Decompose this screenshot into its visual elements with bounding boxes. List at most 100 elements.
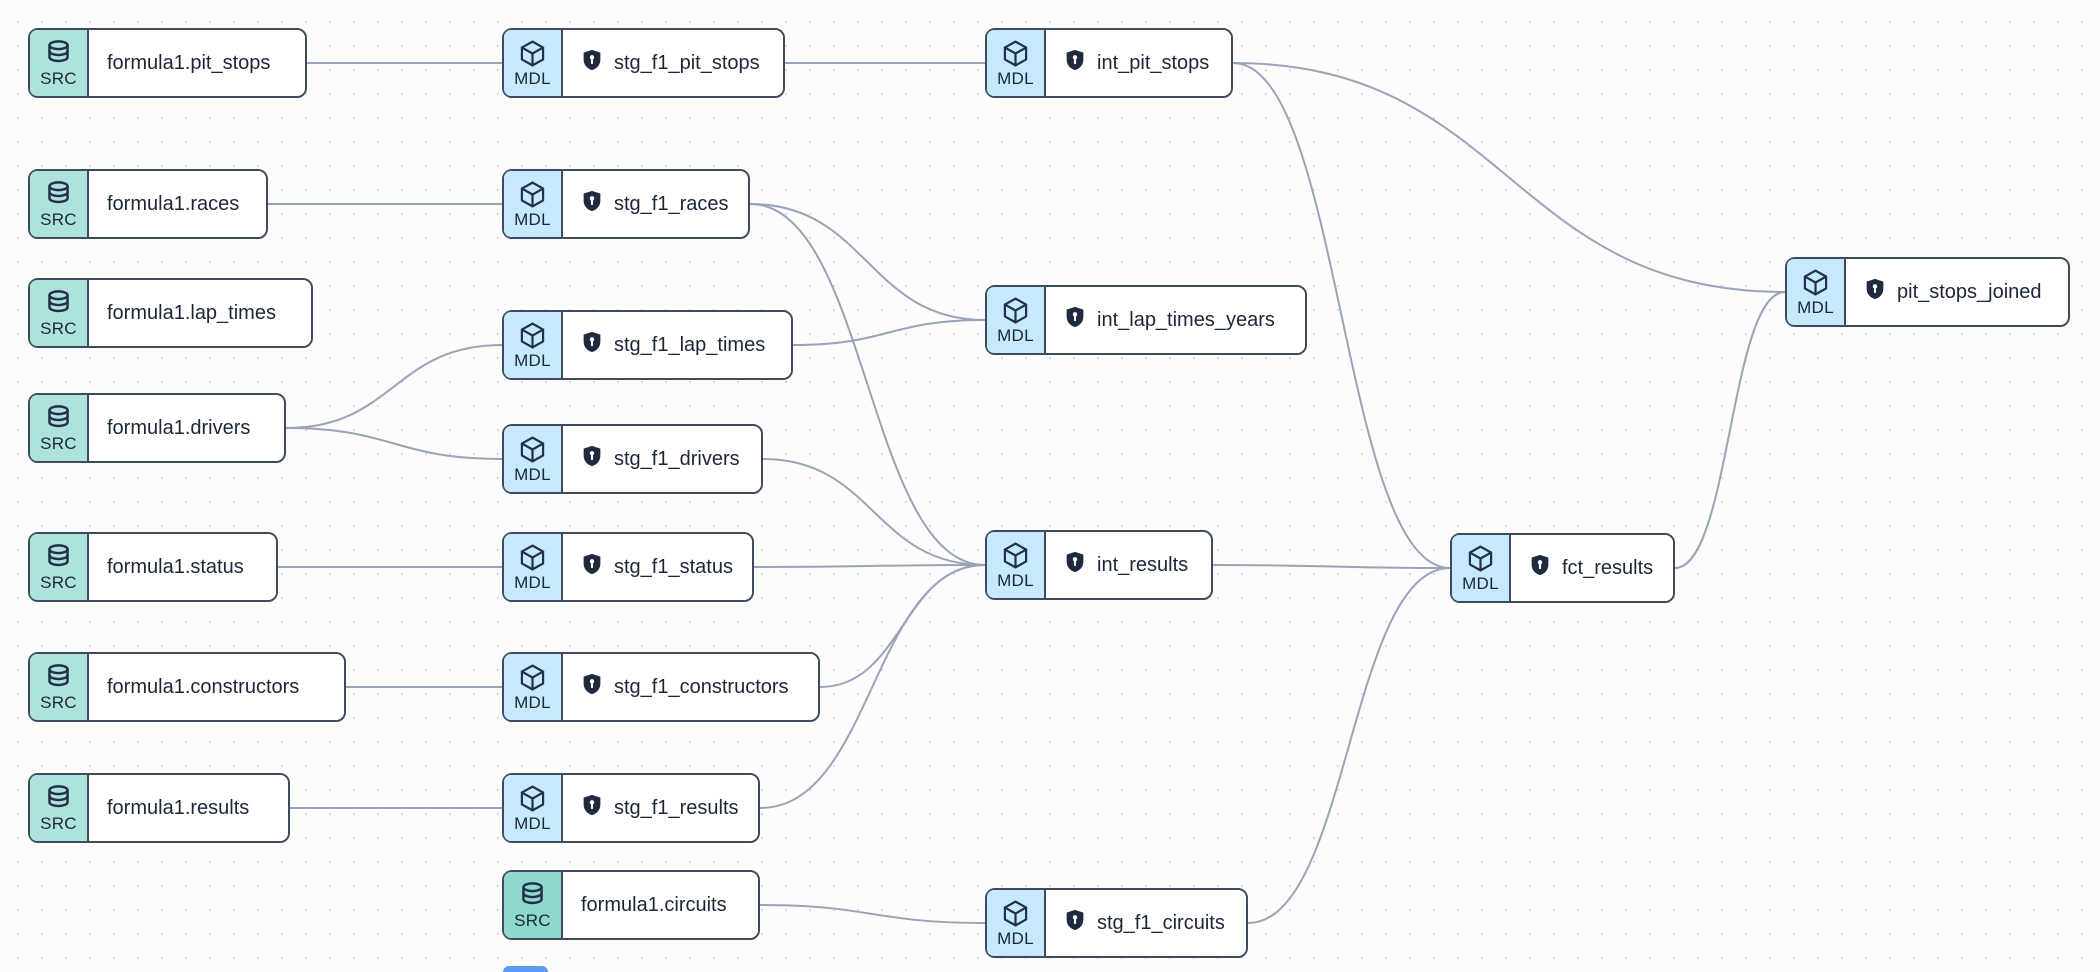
node-type-label: MDL — [514, 69, 551, 88]
node-label: formula1.drivers — [107, 416, 251, 439]
model-cube-icon — [517, 38, 548, 69]
node-label: stg_f1_results — [614, 796, 739, 819]
node-type-label: SRC — [40, 434, 77, 453]
model-cube-icon — [1000, 540, 1031, 571]
node-body: stg_f1_constructors — [563, 654, 818, 720]
edge-stg_f1_drivers-to-int_results — [762, 458, 986, 566]
model-cube-icon — [1000, 295, 1031, 326]
node-body: formula1.lap_times — [89, 280, 311, 346]
shield-lock-icon — [581, 553, 603, 581]
database-icon — [43, 403, 74, 434]
shield-lock-icon — [1529, 554, 1551, 582]
node-type-badge: MDL — [504, 312, 563, 378]
shield-lock-icon — [581, 190, 603, 218]
node-type-label: SRC — [514, 911, 551, 930]
shield-lock-icon — [1064, 306, 1086, 334]
shield-lock-icon — [1064, 49, 1086, 77]
edge-int_results-to-fct_results — [1212, 564, 1451, 569]
edge-stg_f1_circuits-to-fct_results — [1247, 567, 1451, 924]
model-cube-icon — [517, 320, 548, 351]
node-type-label: MDL — [997, 69, 1034, 88]
dag-node-stg_f1_lap_times[interactable]: MDL stg_f1_lap_times — [502, 310, 793, 380]
node-body: fct_results — [1511, 535, 1673, 601]
node-type-badge: SRC — [30, 654, 89, 720]
database-icon — [43, 288, 74, 319]
node-type-badge: SRC — [30, 280, 89, 346]
shield-lock-icon — [581, 445, 603, 473]
shield-lock-icon — [1864, 278, 1886, 306]
node-label: stg_f1_drivers — [614, 447, 740, 470]
model-cube-icon — [1000, 898, 1031, 929]
node-label: int_pit_stops — [1097, 51, 1210, 74]
node-type-badge: MDL — [504, 30, 563, 96]
node-body: formula1.drivers — [89, 395, 284, 461]
edge-int_pit_stops-to-fct_results — [1232, 62, 1451, 569]
database-icon — [43, 179, 74, 210]
node-label: formula1.results — [107, 796, 250, 819]
edge-stg_f1_results-to-int_results — [759, 564, 986, 809]
model-cube-icon — [517, 783, 548, 814]
node-type-label: SRC — [40, 693, 77, 712]
node-label: int_results — [1097, 553, 1189, 576]
node-body: stg_f1_pit_stops — [563, 30, 783, 96]
node-body: stg_f1_status — [563, 534, 752, 600]
dag-node-int_pit_stops[interactable]: MDL int_pit_stops — [985, 28, 1233, 98]
node-body: stg_f1_drivers — [563, 426, 761, 492]
node-body: formula1.pit_stops — [89, 30, 305, 96]
node-label: formula1.status — [107, 555, 244, 578]
node-label: int_lap_times_years — [1097, 308, 1275, 331]
node-body: formula1.status — [89, 534, 276, 600]
edge-stg_f1_races-to-int_results — [749, 203, 986, 566]
shield-lock-icon — [581, 673, 603, 701]
database-icon — [43, 542, 74, 573]
node-body: int_pit_stops — [1046, 30, 1231, 96]
dag-node-stg_f1_pit_stops[interactable]: MDL stg_f1_pit_stops — [502, 28, 785, 98]
shield-lock-icon — [581, 49, 603, 77]
shield-lock-icon — [1064, 909, 1086, 937]
dag-node-fct_results[interactable]: MDL fct_results — [1450, 533, 1675, 603]
dag-node-formula1.drivers[interactable]: SRC formula1.drivers — [28, 393, 286, 463]
node-body: int_lap_times_years — [1046, 287, 1305, 353]
model-cube-icon — [517, 179, 548, 210]
node-label: stg_f1_constructors — [614, 675, 789, 698]
edge-fct_results-to-pit_stops_joined — [1674, 291, 1786, 569]
node-label: stg_f1_pit_stops — [614, 51, 760, 74]
edge-formula1.drivers-to-stg_f1_lap_times — [285, 344, 503, 429]
node-label: stg_f1_lap_times — [614, 333, 766, 356]
model-cube-icon — [517, 434, 548, 465]
node-label: pit_stops_joined — [1897, 280, 2042, 303]
node-type-badge: SRC — [30, 775, 89, 841]
node-label: stg_f1_status — [614, 555, 733, 578]
node-type-label: MDL — [514, 351, 551, 370]
shield-lock-icon — [581, 794, 603, 822]
partial-node-below-viewport — [503, 966, 548, 972]
shield-lock-icon — [1064, 551, 1086, 579]
dag-node-int_lap_times_years[interactable]: MDL int_lap_times_years — [985, 285, 1307, 355]
dag-node-formula1.results[interactable]: SRC formula1.results — [28, 773, 290, 843]
dag-node-stg_f1_drivers[interactable]: MDL stg_f1_drivers — [502, 424, 763, 494]
node-type-badge: SRC — [30, 30, 89, 96]
database-icon — [43, 783, 74, 814]
node-type-badge: MDL — [504, 426, 563, 492]
node-body: stg_f1_circuits — [1046, 890, 1246, 956]
node-type-label: MDL — [997, 326, 1034, 345]
model-cube-icon — [1800, 267, 1831, 298]
node-type-label: MDL — [514, 573, 551, 592]
node-type-label: MDL — [1462, 574, 1499, 593]
node-label: stg_f1_races — [614, 192, 729, 215]
dag-node-stg_f1_status[interactable]: MDL stg_f1_status — [502, 532, 754, 602]
node-type-badge: MDL — [504, 534, 563, 600]
